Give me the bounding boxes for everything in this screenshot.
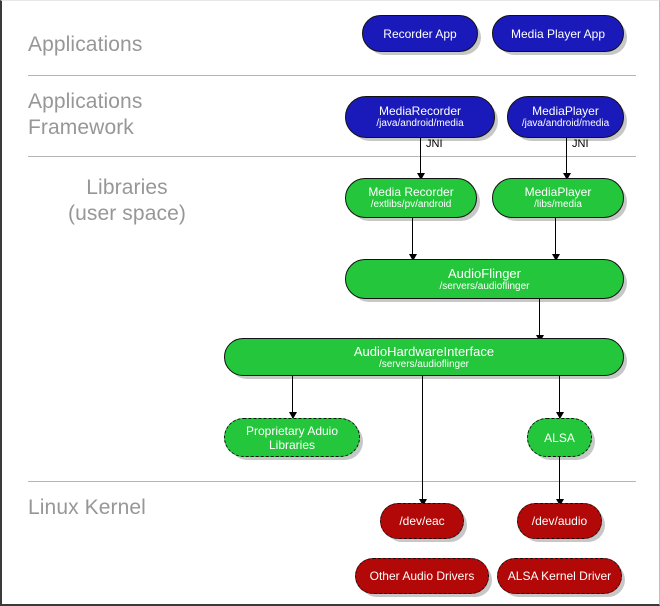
node-mediarecorder-framework-path: /java/android/media [376,118,464,129]
node-media-recorder-lib-path: /extlibs/pv/android [370,199,452,210]
divider-applications [28,75,636,76]
node-proprietary-audio-libraries-title: Proprietary Aduio Libraries [245,423,339,452]
node-mediaplayer-lib-path: /libs/media [534,199,582,210]
divider-libraries [28,481,636,482]
node-mediarecorder-framework-title: MediaRecorder [378,104,462,118]
divider-framework [28,156,636,157]
node-mediaplayer-framework-title: MediaPlayer [532,104,599,118]
node-mediarecorder-framework[interactable]: MediaRecorder /java/android/media [345,96,495,138]
arrowhead-mediarecorder-to-lib [416,173,425,180]
node-mediaplayer-lib[interactable]: MediaPlayer /libs/media [492,178,624,218]
arrowhead-ahi-to-alsa [555,412,564,419]
layer-label-linux-kernel: Linux Kernel [28,496,146,519]
layer-label-applications-framework: Applications Framework [28,90,143,139]
node-alsa[interactable]: ALSA [527,418,592,457]
layer-label-libraries: Libraries (user space) [68,176,186,225]
edge-label-jni-left: JNI [426,138,443,150]
node-recorder-app[interactable]: Recorder App [362,15,478,52]
connector-ahi-to-proprietary-libraries [292,376,293,418]
connector-media-recorder-lib-to-audioflinger [412,218,413,258]
node-audioflinger[interactable]: AudioFlinger /servers/audioflinger [345,259,624,299]
node-audioflinger-title: AudioFlinger [448,265,521,281]
node-mediaplayer-lib-title: MediaPlayer [524,185,592,199]
arrowhead-ahi-to-proprietary-libraries [288,412,297,419]
connector-audioflinger-to-audiohardwareinterface [539,299,540,341]
node-other-audio-drivers[interactable]: Other Audio Drivers [355,558,489,594]
connector-alsa-to-dev-audio [559,457,560,503]
node-recorder-app-title: Recorder App [383,26,457,41]
node-alsa-title: ALSA [544,430,575,445]
arrowhead-mediaplayer-lib-to-audioflinger [551,254,560,261]
node-dev-eac-title: /dev/eac [399,514,445,528]
node-mediaplayer-framework[interactable]: MediaPlayer /java/android/media [507,96,624,138]
node-dev-eac[interactable]: /dev/eac [380,503,464,539]
node-media-player-app[interactable]: Media Player App [492,15,624,52]
node-other-audio-drivers-title: Other Audio Drivers [369,569,475,583]
connector-mediaplayer-lib-to-audioflinger [555,218,556,258]
layer-label-applications: Applications [28,33,143,56]
node-dev-audio[interactable]: /dev/audio [517,503,602,539]
node-alsa-kernel-driver[interactable]: ALSA Kernel Driver [497,558,622,594]
arrowhead-media-recorder-lib-to-audioflinger [408,254,417,261]
node-media-recorder-lib-title: Media Recorder [368,185,454,199]
arrowhead-mediaplayer-to-lib [562,173,571,180]
node-dev-audio-title: /dev/audio [531,514,588,528]
connector-mediaplayer-to-lib [566,138,567,176]
node-media-player-app-title: Media Player App [510,26,606,41]
node-proprietary-audio-libraries[interactable]: Proprietary Aduio Libraries [224,418,360,457]
node-alsa-kernel-driver-title: ALSA Kernel Driver [507,569,612,583]
connector-mediarecorder-to-lib [420,138,421,176]
node-audiohardwareinterface-path: /servers/audioflinger [378,358,470,370]
edge-label-jni-right: JNI [572,138,589,150]
node-audioflinger-path: /servers/audioflinger [439,280,530,292]
node-mediaplayer-framework-path: /java/android/media [521,118,610,129]
connector-ahi-to-alsa [559,376,560,418]
node-audiohardwareinterface-title: AudioHardwareInterface [353,343,495,359]
node-audiohardwareinterface[interactable]: AudioHardwareInterface /servers/audiofli… [224,338,624,376]
connector-ahi-to-dev-eac [422,376,423,503]
node-media-recorder-lib[interactable]: Media Recorder /extlibs/pv/android [345,178,477,218]
